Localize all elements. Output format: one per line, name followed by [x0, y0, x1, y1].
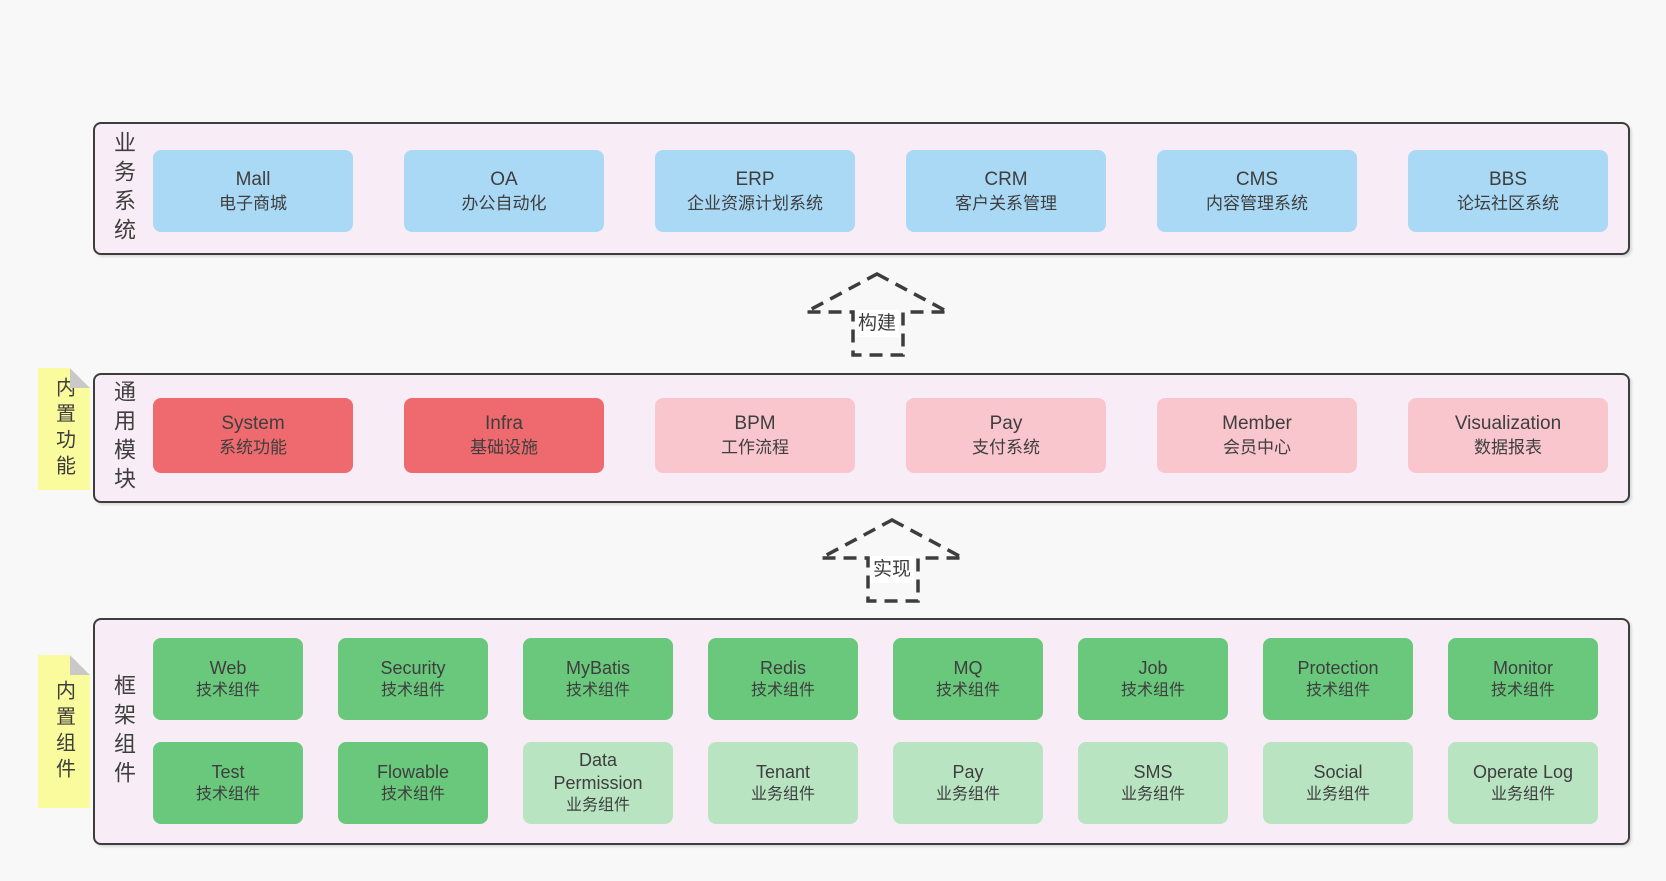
section-business-systems: 业务系统 Mall 电子商城 OA 办公自动化 ERP 企业资源计划系统 CRM… — [93, 122, 1630, 255]
sticky-note-builtin-components: 内置组件 — [38, 655, 90, 808]
box-web: Web 技术组件 — [153, 638, 303, 720]
section-label: 框架组件 — [111, 673, 136, 790]
box-pay-component: Pay 业务组件 — [893, 742, 1043, 824]
section-label: 业务系统 — [111, 130, 136, 247]
box-mq: MQ 技术组件 — [893, 638, 1043, 720]
arrow-label-build: 构建 — [854, 310, 900, 337]
box-operate-log: Operate Log 业务组件 — [1448, 742, 1598, 824]
box-protection: Protection 技术组件 — [1263, 638, 1413, 720]
folded-corner-icon — [70, 368, 90, 388]
box-bpm: BPM 工作流程 — [655, 398, 855, 473]
box-crm: CRM 客户关系管理 — [906, 150, 1106, 232]
box-system: System 系统功能 — [153, 398, 353, 473]
block-arrow-up-icon — [805, 272, 949, 357]
sticky-note-label: 内置功能 — [52, 377, 75, 481]
box-row: System 系统功能 Infra 基础设施 BPM 工作流程 Pay 支付系统… — [153, 398, 1608, 473]
box-row: Web 技术组件 Security 技术组件 MyBatis 技术组件 Redi… — [153, 638, 1598, 720]
box-redis: Redis 技术组件 — [708, 638, 858, 720]
box-tenant: Tenant 业务组件 — [708, 742, 858, 824]
box-data-permission: Data Permission 业务组件 — [523, 742, 673, 824]
box-member: Member 会员中心 — [1157, 398, 1357, 473]
box-row: Mall 电子商城 OA 办公自动化 ERP 企业资源计划系统 CRM 客户关系… — [153, 150, 1608, 232]
dashed-up-arrow-implement: 实现 — [819, 517, 965, 603]
box-sms: SMS 业务组件 — [1078, 742, 1228, 824]
box-infra: Infra 基础设施 — [404, 398, 604, 473]
box-social: Social 业务组件 — [1263, 742, 1413, 824]
section-common-modules: 通用模块 System 系统功能 Infra 基础设施 BPM 工作流程 Pay… — [93, 373, 1630, 503]
dashed-up-arrow-build: 构建 — [804, 271, 950, 357]
box-mall: Mall 电子商城 — [153, 150, 353, 232]
box-job: Job 技术组件 — [1078, 638, 1228, 720]
box-mybatis: MyBatis 技术组件 — [523, 638, 673, 720]
folded-corner-icon — [70, 655, 90, 675]
section-framework-components: 框架组件 Web 技术组件 Security 技术组件 MyBatis 技术组件… — [93, 618, 1630, 845]
box-bbs: BBS 论坛社区系统 — [1408, 150, 1608, 232]
box-row: Test 技术组件 Flowable 技术组件 Data Permission … — [153, 742, 1598, 824]
box-test: Test 技术组件 — [153, 742, 303, 824]
box-oa: OA 办公自动化 — [404, 150, 604, 232]
box-pay-module: Pay 支付系统 — [906, 398, 1106, 473]
box-monitor: Monitor 技术组件 — [1448, 638, 1598, 720]
sticky-note-label: 内置组件 — [52, 679, 75, 784]
block-arrow-up-icon — [820, 518, 964, 603]
box-visualization: Visualization 数据报表 — [1408, 398, 1608, 473]
box-flowable: Flowable 技术组件 — [338, 742, 488, 824]
box-cms: CMS 内容管理系统 — [1157, 150, 1357, 232]
box-erp: ERP 企业资源计划系统 — [655, 150, 855, 232]
box-security: Security 技术组件 — [338, 638, 488, 720]
sticky-note-builtin-features: 内置功能 — [38, 368, 90, 490]
section-label: 通用模块 — [111, 380, 136, 496]
arrow-label-implement: 实现 — [869, 556, 915, 583]
